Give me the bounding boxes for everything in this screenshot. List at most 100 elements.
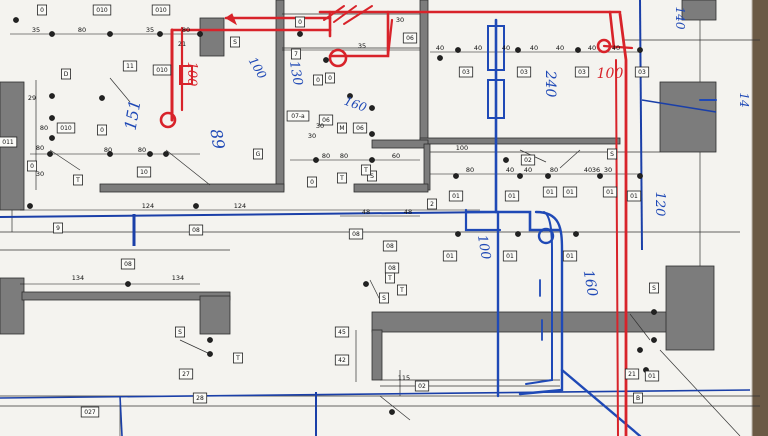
- diffuser-dot: [163, 151, 169, 157]
- tag-box: [73, 174, 84, 186]
- tag-box: [348, 228, 364, 240]
- tag-box: [232, 352, 243, 364]
- equipment-tag: S: [378, 292, 389, 304]
- tag-label: 06: [356, 125, 364, 132]
- diffuser-dot: [369, 105, 375, 111]
- tag-box: [56, 122, 76, 134]
- equipment-tag: 01: [542, 186, 558, 198]
- dimension-label: 80: [104, 146, 112, 154]
- equipment-tag: 010: [151, 4, 171, 16]
- dimension-label: 80: [550, 166, 558, 174]
- tag-box: [136, 166, 152, 178]
- diffuser-dot: [125, 281, 131, 287]
- tag-label: G: [256, 151, 261, 158]
- equipment-tag: 011: [0, 136, 18, 148]
- tag-label: 027: [84, 409, 96, 416]
- dimension-label: 40: [584, 166, 592, 174]
- diffuser-dot: [455, 231, 461, 237]
- tag-box: [61, 68, 72, 80]
- equipment-tag: 01: [562, 250, 578, 262]
- equipment-tag: S: [174, 326, 185, 338]
- diffuser-dot: [637, 173, 643, 179]
- tag-label: 03: [638, 69, 646, 76]
- tag-label: 0: [316, 77, 320, 84]
- diffuser-dot: [515, 47, 521, 53]
- tag-label: 01: [446, 253, 454, 260]
- tag-label: 0: [328, 75, 332, 82]
- tag-label: T: [75, 177, 80, 184]
- dimension-label: 29: [28, 94, 36, 102]
- diffuser-dot: [107, 151, 113, 157]
- tag-label: 08: [388, 265, 396, 272]
- tag-label: 01: [452, 193, 460, 200]
- handwritten-note: 130: [286, 60, 305, 87]
- equipment-tag: 01: [448, 190, 464, 202]
- tag-box: [516, 66, 532, 78]
- equipment-tag: 03: [634, 66, 650, 78]
- tag-box: [649, 282, 660, 294]
- equipment-tag: 0: [324, 72, 335, 84]
- tag-box: [252, 148, 263, 160]
- dimension-label: 80: [40, 124, 48, 132]
- tag-label: 03: [520, 69, 528, 76]
- dimension-label: 48: [404, 208, 412, 216]
- tag-box: [306, 176, 317, 188]
- tag-box: [151, 4, 171, 16]
- tag-label: S: [370, 173, 374, 180]
- equipment-tag: B: [633, 392, 644, 404]
- diffuser-dot: [207, 351, 213, 357]
- diffuser-dot: [49, 135, 55, 141]
- diffuser-dot: [517, 173, 523, 179]
- dimension-label: 40: [556, 44, 564, 52]
- dimension-label: 115: [398, 374, 410, 382]
- equipment-tag: 02: [520, 154, 536, 166]
- tag-box: [188, 224, 204, 236]
- tag-label: 01: [508, 193, 516, 200]
- tag-label: 01: [506, 253, 514, 260]
- tag-label: 010: [60, 125, 72, 132]
- tag-box: [574, 66, 590, 78]
- diffuser-dot: [575, 47, 581, 53]
- tag-label: 08: [124, 261, 132, 268]
- dimension-label: 40: [436, 44, 444, 52]
- tag-label: T: [339, 175, 344, 182]
- tag-box: [120, 258, 136, 270]
- equipment-tag: 027: [80, 406, 100, 418]
- tag-box: [334, 354, 350, 366]
- equipment-tag: S: [607, 148, 618, 160]
- dimension-label: 30: [36, 170, 44, 178]
- tag-label: 08: [192, 227, 200, 234]
- diffuser-markers: [13, 17, 657, 415]
- dimension-label: 80: [466, 166, 474, 174]
- tag-box: [336, 172, 347, 184]
- diffuser-dot: [369, 157, 375, 163]
- tag-box: [192, 392, 208, 404]
- equipment-tag: 01: [626, 190, 642, 202]
- tag-box: [53, 222, 64, 234]
- diffuser-dot: [207, 337, 213, 343]
- tag-label: 03: [578, 69, 586, 76]
- tag-box: [562, 250, 578, 262]
- tag-box: [426, 198, 437, 210]
- dimension-lines: [10, 33, 640, 396]
- tag-label: 42: [338, 357, 346, 364]
- equipment-tag: 08: [384, 262, 400, 274]
- dimension-label: 80: [182, 26, 190, 34]
- tag-label: S: [610, 151, 614, 158]
- handwritten-note: 14: [737, 92, 751, 107]
- tag-box: [360, 164, 371, 176]
- tag-label: 28: [196, 395, 204, 402]
- diffuser-dot: [651, 309, 657, 315]
- diffuser-dot: [573, 231, 579, 237]
- equipment-tag: T: [396, 284, 407, 296]
- tag-label: D: [64, 71, 69, 78]
- equipment-tag: 0: [294, 16, 305, 28]
- tag-label: 06: [322, 117, 330, 124]
- tag-box: [290, 48, 301, 60]
- diffuser-dot: [49, 31, 55, 37]
- dimension-label: 60: [392, 152, 400, 160]
- dimension-label: 35: [32, 26, 40, 34]
- tag-label: 11: [126, 63, 134, 70]
